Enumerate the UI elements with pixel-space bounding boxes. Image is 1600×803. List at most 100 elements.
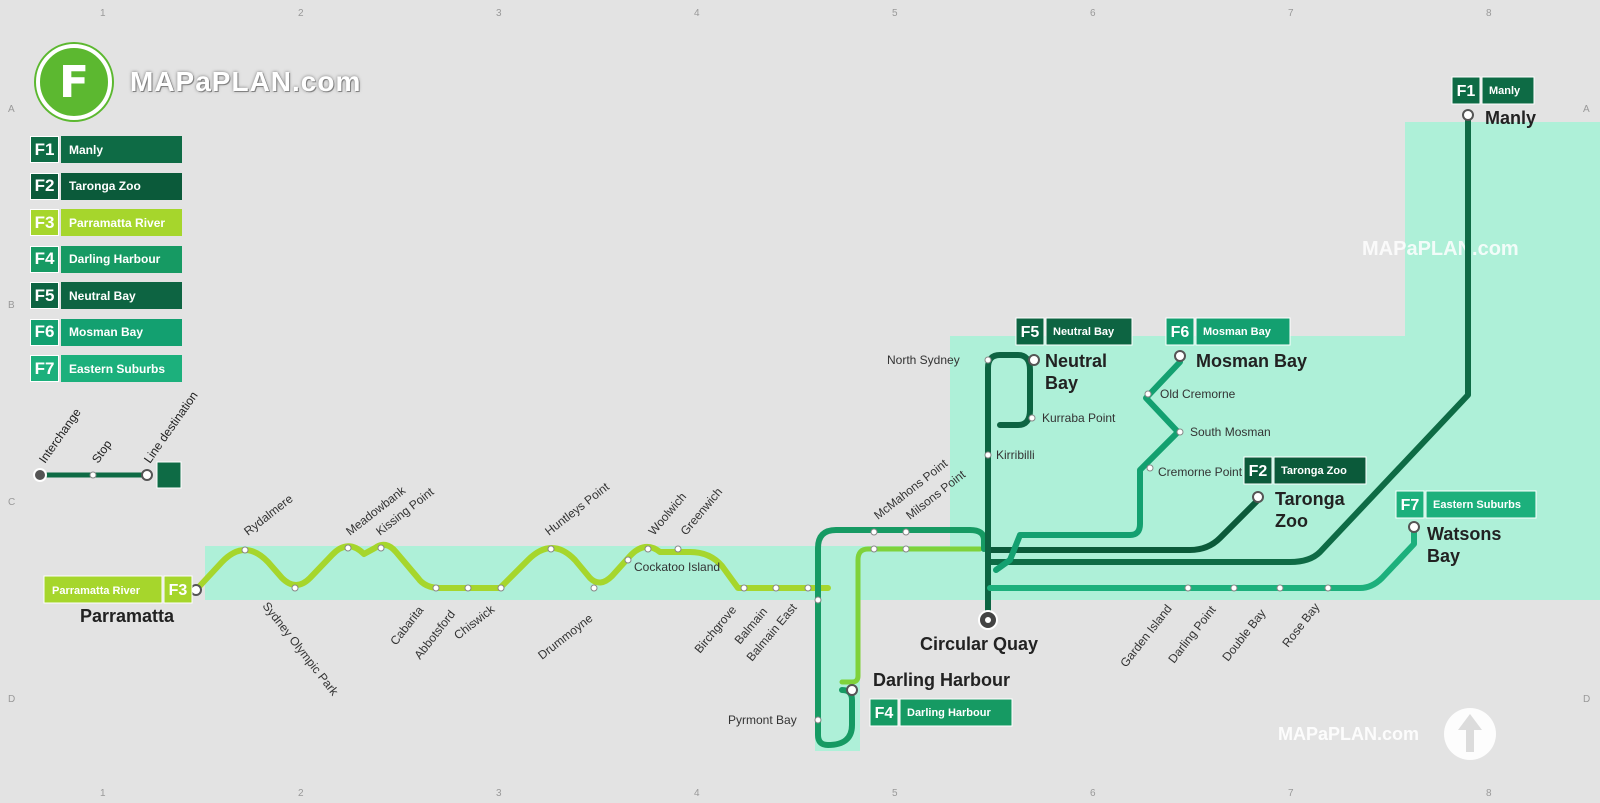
- stop-marker-double-bay: [1276, 584, 1284, 592]
- key-interchange-marker: [33, 468, 47, 482]
- stop-label-drummoyne: Drummoyne: [535, 611, 595, 662]
- stop-marker-old-cremorne: [1144, 390, 1152, 398]
- grid-col-6-bottom: 6: [1090, 788, 1096, 799]
- badge-code: F6: [1171, 324, 1190, 341]
- terminal-marker-darling-harbour: [846, 684, 858, 696]
- destination-label-manly: Manly: [1485, 108, 1536, 128]
- stop-label-south-mosman: South Mosman: [1190, 425, 1271, 439]
- stop-marker-mcmahons-point-f4: [870, 545, 878, 553]
- stop-marker-balmain-east: [804, 584, 812, 592]
- badge-code: F2: [1249, 463, 1268, 480]
- stop-marker-south-mosman: [1176, 428, 1184, 436]
- legend-row-f7: F7 Eastern Suburbs: [30, 355, 182, 382]
- stop-marker-darling-point: [1230, 584, 1238, 592]
- legend-name: Parramatta River: [61, 209, 182, 236]
- grid-col-7-bottom: 7: [1288, 788, 1294, 799]
- grid-col-2-bottom: 2: [298, 788, 304, 799]
- grid-col-8: 8: [1486, 8, 1492, 19]
- badge-name: Eastern Suburbs: [1433, 499, 1521, 511]
- stop-marker-kirribilli: [984, 451, 992, 459]
- grid-col-3: 3: [496, 8, 502, 19]
- badge-name: Parramatta River: [52, 585, 141, 597]
- legend-code: F3: [30, 209, 59, 236]
- legend-code: F7: [30, 355, 59, 382]
- legend-code: F2: [30, 172, 59, 200]
- stop-markers: [241, 356, 1332, 724]
- stop-label-kirribilli: Kirribilli: [996, 448, 1035, 462]
- stop-marker-woolwich: [644, 545, 652, 553]
- stop-marker-loop-west: [814, 596, 822, 604]
- stop-marker-rydalmere: [241, 546, 249, 554]
- destination-label-taronga-1: Taronga: [1275, 489, 1346, 509]
- hub-label-circular-quay: Circular Quay: [920, 634, 1038, 654]
- stop-marker-pyrmont-bay: [814, 716, 822, 724]
- stop-marker-cremorne-point: [1146, 464, 1154, 472]
- site-logo: F MAPaPLAN.com: [36, 44, 361, 120]
- stop-label-cremorne-point: Cremorne Point: [1158, 465, 1243, 479]
- stop-marker-greenwich: [674, 545, 682, 553]
- badge-code: F3: [169, 582, 188, 599]
- terminal-marker-taronga-zoo: [1252, 491, 1264, 503]
- stop-label-double-bay: Double Bay: [1219, 606, 1268, 664]
- svg-text:MAPaPLAN.com: MAPaPLAN.com: [1362, 238, 1519, 260]
- legend-name: Taronga Zoo: [61, 172, 182, 200]
- stop-marker-milsons-point-f4: [902, 545, 910, 553]
- grid-col-2: 2: [298, 8, 304, 19]
- terminal-marker-watsons-bay: [1408, 521, 1420, 533]
- stop-marker-drummoyne: [590, 584, 598, 592]
- stop-label-garden-island: Garden Island: [1117, 602, 1174, 670]
- route-f4-loop: [815, 527, 987, 748]
- stop-marker-kissing-point: [377, 544, 385, 552]
- destination-label-watsons-2: Bay: [1427, 546, 1460, 566]
- grid-row-b: B: [8, 300, 15, 311]
- grid-col-6: 6: [1090, 8, 1096, 19]
- stop-label-huntleys-point: Huntleys Point: [542, 479, 612, 538]
- badge-name: Neutral Bay: [1053, 326, 1115, 338]
- key-label-interchange: Interchange: [36, 406, 84, 466]
- destination-label-parramatta: Parramatta: [80, 606, 175, 626]
- route-f6-mosman-bay: [993, 359, 1183, 573]
- badge-name: Taronga Zoo: [1281, 465, 1347, 477]
- grid-row-c: C: [8, 497, 15, 508]
- stop-marker-rose-bay: [1324, 584, 1332, 592]
- stop-marker-sydney-olympic-park: [291, 584, 299, 592]
- stop-marker-cockatoo-island: [624, 556, 632, 564]
- badge-taronga-zoo: F2 Taronga Zoo: [1243, 456, 1367, 485]
- key-label-destination: Line destination: [141, 389, 201, 466]
- key-label-stop: Stop: [89, 437, 115, 466]
- stop-label-cockatoo-island: Cockatoo Island: [634, 560, 720, 574]
- stop-label-sydney-olympic-park: Sydney Olympic Park: [260, 599, 342, 699]
- badge-eastern-suburbs: F7 Eastern Suburbs: [1395, 490, 1537, 519]
- legend-name: Eastern Suburbs: [61, 355, 182, 382]
- grid-col-8-bottom: 8: [1486, 788, 1492, 799]
- badge-name: Manly: [1489, 85, 1521, 97]
- stop-label-rydalmere: Rydalmere: [241, 491, 296, 538]
- line-legend: F1 Manly F2 Taronga Zoo F3 Parramatta Ri…: [30, 136, 182, 392]
- legend-code: F4: [30, 245, 59, 273]
- destination-label-neutral-2: Bay: [1045, 373, 1078, 393]
- grid-col-5-bottom: 5: [892, 788, 898, 799]
- stop-label-chiswick: Chiswick: [451, 602, 498, 643]
- key-destination-marker: [141, 469, 153, 481]
- badge-code: F5: [1021, 324, 1040, 341]
- legend-row-f4: F4 Darling Harbour: [30, 245, 182, 273]
- legend-name: Darling Harbour: [61, 245, 182, 273]
- badge-manly: F1 Manly: [1451, 76, 1535, 105]
- grid-col-1: 1: [100, 8, 106, 19]
- legend-row-f2: F2 Taronga Zoo: [30, 172, 182, 200]
- destination-label-taronga-2: Zoo: [1275, 511, 1308, 531]
- stop-label-pyrmont-bay: Pyrmont Bay: [728, 713, 797, 727]
- site-name: MAPaPLAN.com: [130, 66, 362, 97]
- legend-code: F6: [30, 318, 59, 346]
- badge-name: Darling Harbour: [907, 707, 991, 719]
- stop-label-kurraba-point: Kurraba Point: [1042, 411, 1116, 425]
- grid-row-a-right: A: [1583, 104, 1590, 115]
- stop-marker-abbotsford: [464, 584, 472, 592]
- grid-row-d: D: [8, 694, 15, 705]
- stop-marker-milsons-point: [902, 528, 910, 536]
- terminal-marker-neutral-bay: [1028, 354, 1040, 366]
- stop-label-greenwich: Greenwich: [678, 485, 726, 538]
- destination-label-neutral-1: Neutral: [1045, 351, 1107, 371]
- stop-marker-chiswick: [497, 584, 505, 592]
